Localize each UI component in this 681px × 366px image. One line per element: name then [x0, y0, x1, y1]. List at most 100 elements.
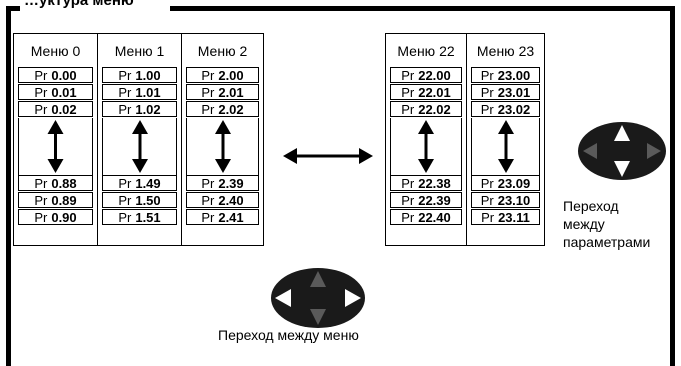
- parameter-prefix: Pr: [34, 84, 48, 100]
- parameter-prefix: Pr: [480, 175, 494, 191]
- menu-column-header: Меню 1: [114, 42, 165, 59]
- parameter-prefix: Pr: [34, 101, 48, 117]
- parameter-prefix: Pr: [401, 84, 415, 100]
- double-headed-vertical-arrow-icon: [418, 120, 434, 173]
- parameter-number: 0.00: [51, 67, 77, 83]
- menu-column-header: Меню 0: [30, 42, 81, 59]
- parameter-prefix: Pr: [401, 209, 415, 225]
- parameter-number: 22.39: [418, 192, 451, 208]
- parameter-prefix: Pr: [34, 192, 48, 208]
- parameter-prefix: Pr: [480, 84, 494, 100]
- parameter-number: 1.02: [135, 101, 161, 117]
- parameter-prefix: Pr: [401, 192, 415, 208]
- double-headed-vertical-arrow-icon: [215, 120, 231, 173]
- parameter-prefix: Pr: [480, 101, 494, 117]
- parameter-prefix: Pr: [201, 101, 215, 117]
- parameter-gap: [102, 118, 177, 175]
- parameter-prefix: Pr: [118, 175, 132, 191]
- parameter-navigation-hint: Переход между параметрами: [563, 197, 650, 251]
- menu-column-header: Меню 2: [197, 42, 248, 59]
- parameter-number: 2.00: [218, 67, 244, 83]
- parameter-prefix: Pr: [201, 192, 215, 208]
- double-headed-horizontal-arrow-icon: [283, 148, 373, 164]
- parameter-prefix: Pr: [401, 67, 415, 83]
- parameter-number: 22.40: [418, 209, 451, 225]
- parameter-number: 23.02: [497, 101, 531, 117]
- parameter-number: 0.88: [51, 175, 77, 191]
- parameter-prefix: Pr: [118, 101, 132, 117]
- parameter-prefix: Pr: [34, 209, 48, 225]
- parameter-number: 22.38: [418, 175, 451, 191]
- parameter-number: 2.01: [218, 84, 244, 100]
- parameter-prefix: Pr: [118, 209, 132, 225]
- navigation-keypad-left-right-icon[interactable]: [270, 267, 366, 329]
- navigation-keypad-up-down-icon[interactable]: [577, 121, 667, 181]
- parameter-gap: [18, 118, 93, 175]
- parameter-number: 1.00: [135, 67, 161, 83]
- parameter-number: 1.49: [135, 175, 161, 191]
- parameter-number: 0.01: [51, 84, 77, 100]
- parameter-prefix: Pr: [401, 101, 415, 117]
- double-headed-vertical-arrow-icon: [498, 120, 514, 173]
- parameter-prefix: Pr: [201, 67, 215, 83]
- parameter-number: 22.02: [418, 101, 451, 117]
- parameter-number: 2.40: [218, 192, 244, 208]
- parameter-prefix: Pr: [201, 209, 215, 225]
- parameter-prefix: Pr: [481, 209, 495, 225]
- parameter-prefix: Pr: [34, 175, 48, 191]
- parameter-gap: [186, 118, 259, 175]
- menu-column-header: Меню 22: [397, 42, 455, 59]
- parameter-number: 0.02: [51, 101, 77, 117]
- title-mask: [20, 0, 170, 12]
- hint-line: между: [563, 216, 605, 232]
- parameter-gap: [471, 118, 540, 175]
- parameter-prefix: Pr: [34, 67, 48, 83]
- parameter-prefix: Pr: [480, 192, 494, 208]
- parameter-number: 23.10: [497, 192, 531, 208]
- parameter-number: 1.01: [135, 84, 161, 100]
- parameter-number: 23.01: [497, 84, 531, 100]
- parameter-number: 0.89: [51, 192, 77, 208]
- parameter-prefix: Pr: [480, 67, 494, 83]
- parameter-prefix: Pr: [118, 192, 132, 208]
- parameter-number: 2.02: [218, 101, 244, 117]
- parameter-prefix: Pr: [201, 175, 215, 191]
- parameter-number: 1.51: [135, 209, 161, 225]
- parameter-prefix: Pr: [118, 84, 132, 100]
- parameter-number: 1.50: [135, 192, 161, 208]
- parameter-prefix: Pr: [201, 84, 215, 100]
- parameter-number: 23.09: [497, 175, 531, 191]
- double-headed-vertical-arrow-icon: [132, 120, 148, 173]
- menu-column-header: Меню 23: [476, 42, 535, 59]
- parameter-number: 2.41: [218, 209, 244, 225]
- double-headed-vertical-arrow-icon: [47, 120, 64, 173]
